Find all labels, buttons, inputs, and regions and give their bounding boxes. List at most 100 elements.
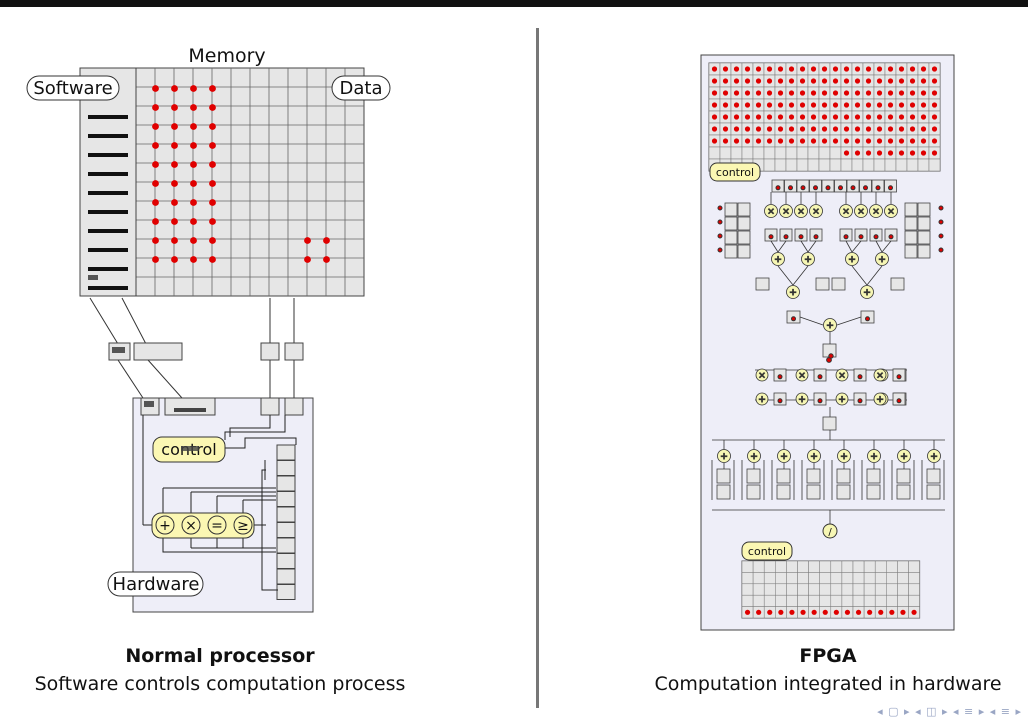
fpga-divide-icon bbox=[822, 523, 838, 539]
fpga-data-dot bbox=[813, 234, 819, 240]
fpga-data-dot bbox=[777, 114, 784, 120]
fpga-operator-symbol: + bbox=[804, 255, 812, 265]
fpga-data-dot bbox=[777, 90, 784, 96]
fpga-data-dot bbox=[875, 185, 881, 191]
fpga-register bbox=[776, 468, 791, 484]
fpga-operator bbox=[779, 204, 793, 218]
cpu-instr-token-2 bbox=[174, 408, 206, 412]
data-dot bbox=[209, 123, 216, 130]
fpga-cell bbox=[763, 146, 776, 160]
fpga-wire bbox=[792, 265, 809, 286]
fpga-operator-symbol: × bbox=[782, 207, 790, 217]
fpga-data-dot bbox=[887, 126, 894, 132]
fpga-data-dot bbox=[777, 374, 783, 380]
fpga-data-dot bbox=[920, 102, 927, 108]
fpga-data-dot bbox=[733, 78, 740, 84]
fpga-data-dot bbox=[755, 126, 762, 132]
fpga-out-cell bbox=[808, 560, 820, 573]
fpga-data-dot bbox=[898, 66, 905, 72]
fpga-data-dot bbox=[887, 78, 894, 84]
fpga-data-dot bbox=[909, 150, 916, 156]
fpga-operator bbox=[755, 368, 769, 382]
fpga-register bbox=[917, 244, 931, 259]
fpga-data-dot bbox=[876, 102, 883, 108]
fpga-out-cell bbox=[763, 583, 776, 596]
fpga-data-dot bbox=[938, 205, 944, 211]
fpga-operator bbox=[809, 204, 823, 218]
fpga-register bbox=[724, 230, 738, 245]
fpga-register bbox=[831, 277, 846, 291]
fpga-operator bbox=[801, 252, 815, 266]
fpga-data-dot bbox=[920, 138, 927, 144]
fpga-register bbox=[917, 230, 931, 245]
fpga-data-dot bbox=[854, 126, 861, 132]
alu-unit bbox=[151, 512, 255, 539]
fpga-out-cell bbox=[908, 594, 920, 607]
fpga-data-dot bbox=[810, 90, 817, 96]
fpga-operator bbox=[717, 449, 731, 463]
fpga-out-dot bbox=[811, 609, 817, 615]
data-dot bbox=[190, 237, 197, 244]
fpga-data-dot bbox=[865, 126, 872, 132]
fpga-out-cell bbox=[908, 583, 920, 596]
fpga-cell bbox=[829, 158, 842, 172]
fpga-control-bottom bbox=[741, 541, 793, 561]
fpga-data-dot bbox=[755, 138, 762, 144]
top-bar bbox=[0, 0, 1028, 7]
fpga-data-dot bbox=[799, 90, 806, 96]
fpga-out-dot bbox=[867, 609, 873, 615]
fpga-cell bbox=[818, 158, 831, 172]
fpga-data-dot bbox=[854, 66, 861, 72]
fpga-out-cell bbox=[863, 560, 876, 573]
fpga-data-dot bbox=[798, 234, 804, 240]
fpga-operator-symbol: + bbox=[758, 395, 766, 405]
data-dot bbox=[171, 256, 178, 263]
data-dot bbox=[152, 161, 159, 168]
cpu-instr-reg-2 bbox=[164, 397, 216, 416]
instruction-line bbox=[88, 267, 128, 271]
left-caption-subtitle: Software controls computation process bbox=[34, 673, 406, 695]
fpga-out-cell bbox=[752, 594, 765, 607]
instruction-bus-box bbox=[133, 342, 183, 361]
fpga-data-dot bbox=[788, 126, 795, 132]
instruction-line bbox=[88, 229, 128, 233]
fpga-operator bbox=[795, 392, 809, 406]
fpga-data-dot bbox=[887, 66, 894, 72]
software-label-pill bbox=[26, 75, 120, 101]
beamer-navigation-icons[interactable]: ◂ ▢ ▸ ◂ ◫ ▸ ◂ ≡ ▸ ◂ ≡ ▸ bbox=[877, 705, 1022, 718]
fpga-wire bbox=[799, 316, 824, 326]
fpga-data-dot bbox=[799, 66, 806, 72]
fpga-data-dot bbox=[865, 150, 872, 156]
fpga-data-dot bbox=[733, 90, 740, 96]
fpga-data-dot bbox=[733, 126, 740, 132]
fpga-data-dot bbox=[821, 90, 828, 96]
fpga-data-dot bbox=[865, 78, 872, 84]
fpga-operator bbox=[777, 449, 791, 463]
fpga-cell bbox=[928, 158, 941, 172]
fpga-data-dot bbox=[825, 185, 831, 191]
fpga-data-dot bbox=[876, 138, 883, 144]
fpga-operator-symbol: × bbox=[842, 207, 850, 217]
fpga-data-dot bbox=[799, 102, 806, 108]
fpga-operator bbox=[875, 252, 889, 266]
fpga-out-cell bbox=[752, 583, 765, 596]
fpga-data-dot bbox=[722, 138, 729, 144]
data-dot bbox=[171, 104, 178, 111]
fpga-data-dot bbox=[766, 90, 773, 96]
cpu-data-reg-1 bbox=[260, 397, 280, 416]
fpga-out-dot bbox=[789, 609, 795, 615]
fpga-out-dot bbox=[778, 609, 784, 615]
fpga-register bbox=[806, 484, 821, 500]
fpga-data-dot bbox=[810, 66, 817, 72]
fpga-out-cell bbox=[819, 583, 832, 596]
fpga-data-dot bbox=[711, 66, 718, 72]
data-dot bbox=[171, 180, 178, 187]
fpga-cell bbox=[818, 146, 831, 160]
fpga-out-dot bbox=[911, 609, 917, 615]
cpu-wires bbox=[142, 415, 297, 591]
fpga-operator bbox=[755, 392, 769, 406]
fpga-register bbox=[836, 484, 851, 500]
fpga-register bbox=[746, 468, 761, 484]
fpga-data-dot bbox=[768, 234, 774, 240]
fpga-logic-network: ××××××××+++++++×+×+×+×+×+++++++++ bbox=[711, 179, 945, 524]
